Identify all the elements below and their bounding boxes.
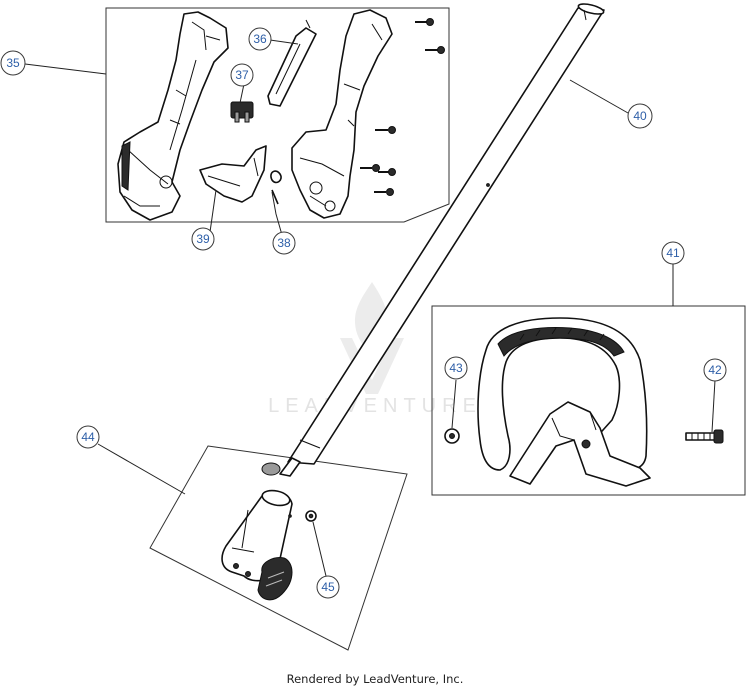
callout-45: 45 [316,575,340,599]
svg-text:38: 38 [277,236,291,250]
callout-40: 40 [627,103,653,129]
svg-text:37: 37 [235,68,249,82]
shaft-coupler [221,489,293,601]
housing-screws [360,18,445,196]
screw [378,168,396,176]
svg-text:36: 36 [253,32,267,46]
svg-text:42: 42 [708,363,722,377]
svg-text:35: 35 [6,56,20,70]
svg-text:40: 40 [633,109,647,123]
bolt [685,429,724,444]
housing-half-right [291,9,393,219]
callout-41: 41 [661,241,685,265]
switch-bar [267,19,317,107]
callout-39: 39 [191,227,215,251]
callout-38: 38 [272,231,296,255]
throttle-trigger [199,145,267,203]
housing-half-left [117,11,229,221]
panel-handle-housing [105,7,450,223]
svg-text:41: 41 [666,246,680,260]
panel-j-handle [431,305,746,496]
watermark-text: LEADVENTURE [268,395,482,417]
screw [425,46,445,54]
nut [444,428,460,444]
watermark-flame-icon [354,282,388,356]
screw [375,126,396,134]
svg-text:39: 39 [196,232,210,246]
footer-credit: Rendered by LeadVenture, Inc. [286,672,464,686]
coupler-nut [288,510,317,522]
callout-35: 35 [0,50,26,76]
shaft-tube [261,3,605,477]
screw [374,188,394,196]
svg-text:45: 45 [321,580,335,594]
screw [360,164,380,172]
callout-44: 44 [76,425,100,449]
switch [230,101,254,123]
callout-37: 37 [230,63,254,87]
callout-36: 36 [248,27,272,51]
callout-42: 42 [703,358,727,382]
callout-43: 43 [444,356,468,380]
svg-text:43: 43 [449,361,463,375]
screw [415,18,434,26]
j-handle [477,317,651,487]
spring-clip [270,170,282,205]
watermark-v-icon [340,338,404,394]
svg-text:44: 44 [81,430,95,444]
panel-coupler [149,445,408,651]
